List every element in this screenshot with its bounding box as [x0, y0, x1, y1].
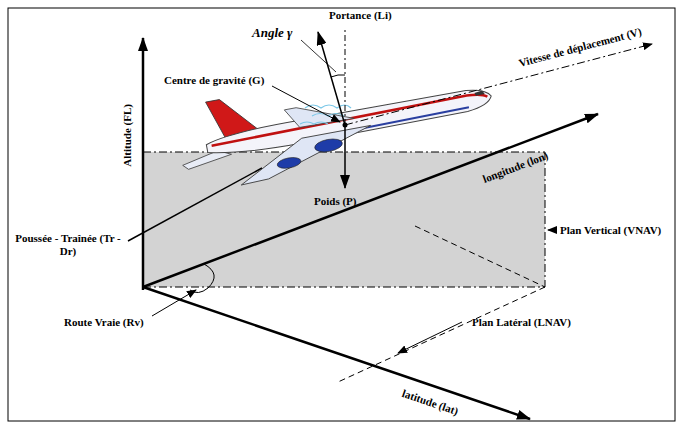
frame [8, 8, 675, 421]
route-arc [190, 264, 214, 293]
altitude-axis [142, 38, 145, 290]
vertical-reference [345, 30, 346, 125]
lateral-plane-line [338, 287, 545, 382]
lnav-leader [398, 322, 462, 353]
airplane [172, 51, 499, 195]
weight-vector [344, 125, 346, 188]
projection-line [415, 226, 545, 287]
center-of-gravity [343, 123, 348, 128]
latitude-axis [143, 287, 530, 419]
force-label: Poussée - Traînée (Tr - Dr) [12, 232, 124, 257]
longitude-axis [143, 114, 598, 287]
plane-base [143, 287, 545, 288]
plane-label: Plan Vertical (VNAV) [560, 224, 661, 237]
thrust-drag-line [128, 168, 262, 241]
force-label: Portance (Li) [329, 9, 392, 22]
gamma-arc [331, 75, 345, 77]
angle-label: Angle γ [252, 26, 292, 41]
plane-edge [545, 152, 546, 287]
plane-label: Plan Latéral (LNAV) [472, 316, 571, 329]
angle-label: Route Vraie (Rv) [64, 316, 144, 329]
route-leader [152, 290, 196, 316]
vnav-leader [548, 230, 551, 231]
lift-vector [318, 32, 345, 125]
force-label: Poids (P) [314, 195, 356, 208]
gamma-leader [301, 40, 336, 72]
point-label: Centre de gravité (G) [164, 74, 264, 87]
velocity-line [345, 44, 652, 125]
cg-leader [272, 86, 340, 122]
altitude-line [143, 152, 545, 153]
axis-label: Altitude (FL) [121, 104, 134, 167]
